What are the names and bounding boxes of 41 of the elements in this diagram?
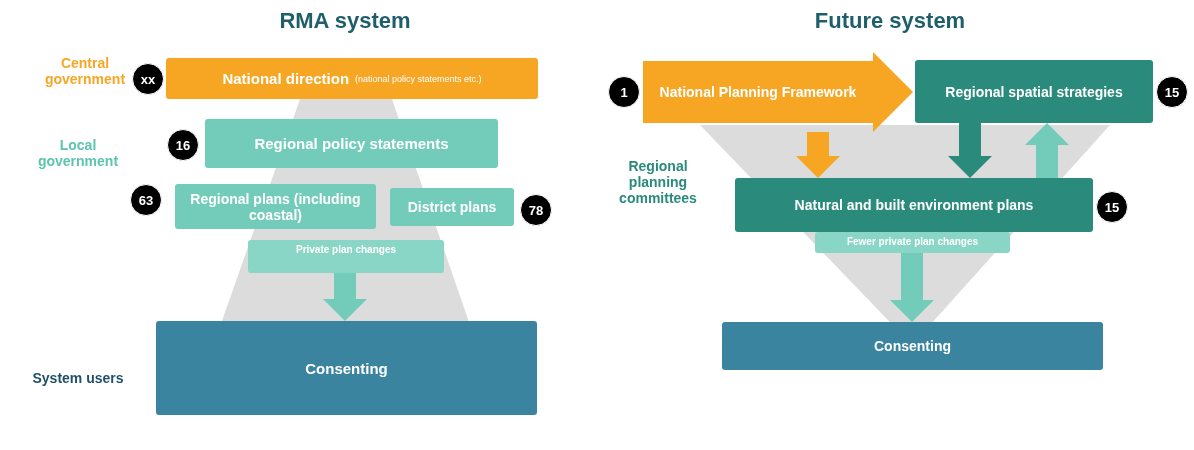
process-box [815, 232, 1010, 253]
box-label: National direction [222, 70, 350, 87]
box-label: Regional plans (including coastal) [189, 190, 362, 223]
count-badge: 63 [130, 184, 162, 216]
count-badge: 78 [520, 194, 552, 226]
block-arrow [948, 123, 992, 178]
count-badge: 15 [1156, 76, 1188, 108]
process-box [915, 60, 1153, 123]
box-label: Consenting [874, 338, 951, 354]
arrow-shaped-box [643, 52, 913, 132]
block-arrow [796, 132, 840, 178]
direction-box [166, 58, 538, 99]
tier-label: Regional planning committees [618, 158, 698, 206]
box-label: Natural and built environment plans [794, 197, 1034, 213]
box-label: Fewer private plan changes [846, 236, 979, 247]
note-text: (national policy statements etc.) [355, 73, 482, 84]
box-label: Private plan changes [295, 244, 396, 255]
outcome-box [156, 321, 537, 415]
box-label: Regional spatial strategies [945, 83, 1123, 100]
box-label: Consenting [305, 359, 388, 377]
box-label: District plans [407, 199, 497, 215]
process-box [735, 178, 1093, 232]
tier-label: Local government [36, 137, 120, 169]
count-badge: 1 [608, 76, 640, 108]
count-badge: xx [132, 63, 164, 95]
block-arrow [323, 273, 367, 321]
tier-label: Central government [43, 55, 127, 87]
block-arrow [1025, 123, 1069, 178]
process-box [205, 119, 498, 168]
tier-label: System users [31, 370, 125, 386]
section-heading: Future system [813, 8, 967, 34]
block-arrow [890, 253, 934, 322]
count-badge: 16 [167, 129, 199, 161]
outcome-box [722, 322, 1103, 370]
process-box [248, 240, 444, 273]
process-box [390, 188, 514, 226]
count-badge: 15 [1096, 191, 1128, 223]
box-label: National Planning Framework [659, 84, 857, 100]
box-label: Regional policy statements [254, 135, 449, 152]
section-heading: RMA system [278, 8, 412, 34]
process-box [175, 184, 376, 229]
